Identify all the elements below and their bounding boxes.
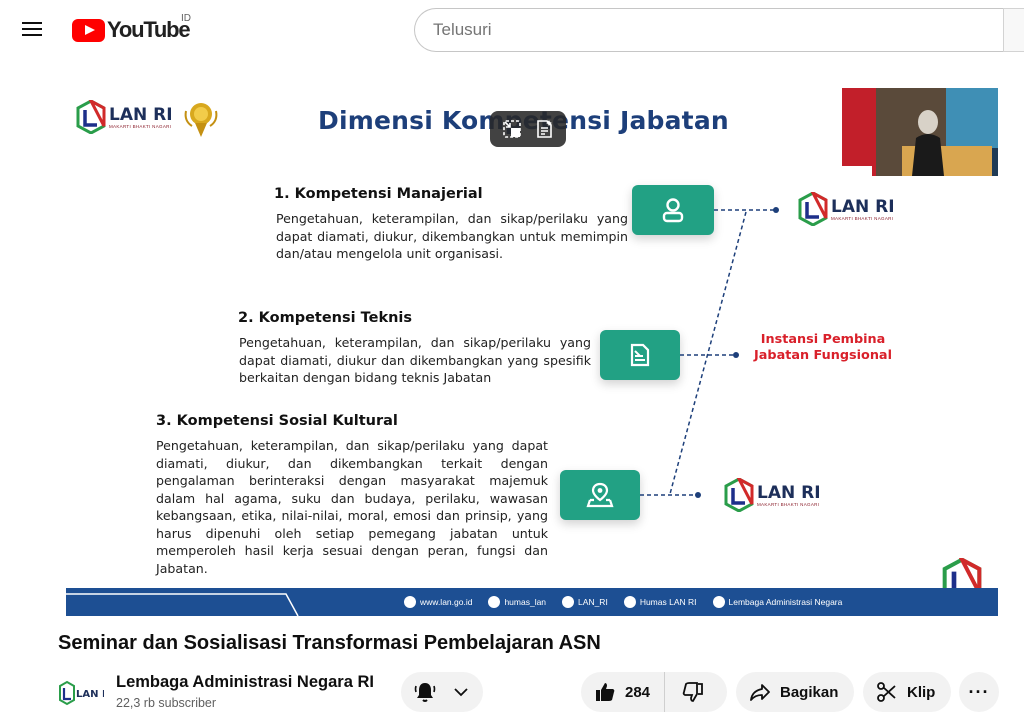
subscriber-count: 22,3 rb subscriber [116,696,217,710]
user-icon [662,198,684,223]
award-medal-icon [184,103,218,137]
competency-1-icon-box [632,185,714,235]
footer-website: www.lan.go.id [404,596,472,608]
competency-3-text: Pengetahuan, keterampilan, dan sikap/per… [156,438,548,576]
facebook-icon [623,596,636,608]
document-edit-icon [630,343,650,367]
thumbs-down-icon [682,682,703,702]
instagram-icon [488,596,501,608]
channel-name[interactable]: Lembaga Administrasi Negara RI [116,673,374,691]
lanri-sub: MAKARTI BHAKTI NAGARI [831,215,894,221]
more-actions-button[interactable]: ··· [959,672,999,712]
youtube-wordmark: YouTube [107,17,191,42]
footer-instagram: humas_lan [488,596,546,608]
youtube-play-icon [72,18,105,42]
competency-2-title: 2. Kompetensi Teknis [238,310,413,326]
avatar-text: LAN RI [76,689,104,700]
lanri-sub: MAKARTI BHAKTI NAGARI [757,501,820,507]
speaker-camera-inset [842,88,998,176]
channel-row: LAN RI Lembaga Administrasi Negara RI 22… [58,668,1002,718]
hamburger-menu-icon[interactable] [20,18,48,42]
more-dots-icon: ··· [968,681,990,702]
competency-3-title: 3. Kompetensi Sosial Kultural [156,413,398,429]
scissors-icon [877,682,896,702]
lanri-emblem-icon [798,192,828,226]
channel-avatar-logo: LAN RI [59,680,113,706]
slide-footer-band: www.lan.go.id humas_lan LAN_RI Humas LAN… [66,588,998,616]
clip-label: Klip [907,683,936,701]
like-dislike-group: 284 [581,672,727,712]
ai-notes-icon[interactable] [533,118,555,140]
lanri-sub: MAKARTI BHAKTI NAGARI [109,123,172,129]
map-pin-icon [586,482,614,508]
search-input[interactable] [415,9,1024,51]
video-player[interactable]: LAN RI MAKARTI BHAKTI NAGARI Dimensi Kom… [58,84,1002,618]
footer-accent-line [66,593,299,616]
connector-lines [640,207,779,498]
share-arrow-icon [750,684,770,701]
globe-icon [404,596,416,608]
competency-1-title: 1. Kompetensi Manajerial [274,186,483,202]
video-title: Seminar dan Sosialisasi Transformasi Pem… [58,632,601,654]
slide-lanri-logo: LAN RI MAKARTI BHAKTI NAGARI [76,100,173,134]
x-icon [562,596,575,608]
clip-button[interactable]: Klip [863,672,951,712]
top-bar: YouTube ID [0,0,1024,60]
region-code: ID [181,13,191,24]
youtube-logo[interactable]: YouTube [72,16,191,44]
bell-icon [414,683,436,702]
share-label: Bagikan [780,683,839,701]
minimize-player-icon[interactable] [501,118,523,140]
lanri-emblem-icon [76,100,106,134]
thumbs-up-icon [596,683,615,701]
competency-2-icon-box [600,330,680,380]
lanri-name: LAN RI [831,196,895,217]
competency-1-text: Pengetahuan, keterampilan, dan sikap/per… [276,211,628,261]
channel-avatar[interactable]: LAN RI [58,680,113,706]
like-count: 284 [625,683,651,701]
share-button[interactable]: Bagikan [736,672,854,712]
competency-2-text: Pengetahuan, keterampilan, dan sikap/per… [239,335,591,385]
notification-bell-button[interactable] [401,672,483,712]
footer-contact-items: www.lan.go.id humas_lan LAN_RI Humas LAN… [404,588,842,616]
competency-3-icon-box [560,470,640,520]
chevron-down-icon [454,688,468,697]
dislike-button[interactable] [665,672,721,712]
search-box[interactable] [414,8,1024,52]
lanri-name: LAN RI [109,104,173,125]
player-overlay-controls [490,111,566,147]
pembina-label: Instansi Pembina Jabatan Fungsional [754,332,892,363]
search-button[interactable] [1003,8,1024,52]
lanri-name: LAN RI [757,482,821,503]
footer-x: LAN_RI [562,596,608,608]
lanri-emblem-icon [724,478,754,512]
slide-lanri-logo-right-1: LAN RI MAKARTI BHAKTI NAGARI [798,192,895,226]
like-button[interactable]: 284 [581,672,666,712]
speaker-video-frame [842,88,998,176]
footer-youtube: Lembaga Administrasi Negara [712,596,842,608]
youtube-icon [712,596,725,608]
slide-lanri-logo-right-2: LAN RI MAKARTI BHAKTI NAGARI [724,478,821,512]
footer-facebook: Humas LAN RI [623,596,697,608]
